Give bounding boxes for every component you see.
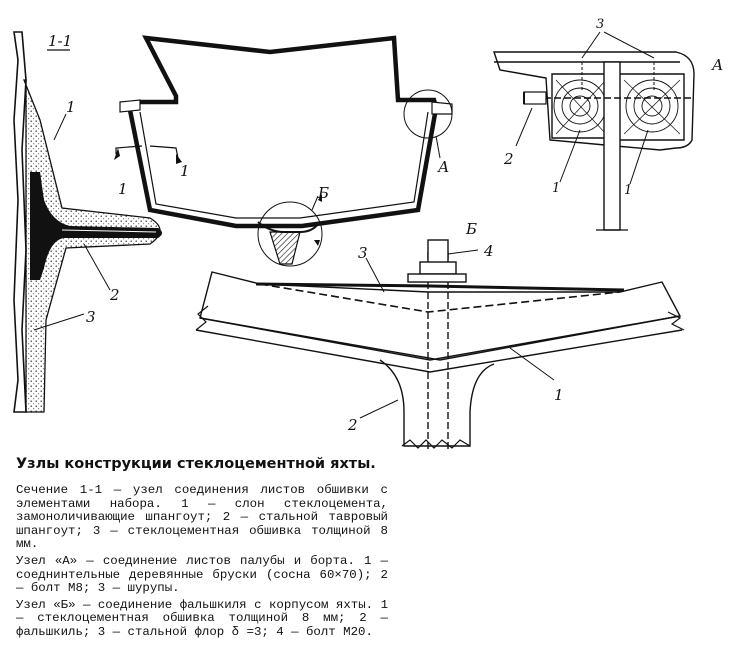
node-a-detail	[493, 31, 695, 231]
label-node-a-callout: А	[437, 158, 449, 176]
label-1-bar-left: 1	[552, 181, 560, 196]
section-1-1	[13, 31, 162, 413]
label-2-bolt: 2	[503, 150, 514, 168]
label-4-bolt: 4	[483, 242, 494, 260]
caption-node-a: Узел «А» — соединение листов палубы и бо…	[16, 553, 388, 596]
caption-node-b: Узел «Б» — соединение фальшкиля с корпус…	[16, 597, 388, 639]
caption-title: Узлы конструкции стеклоцементной яхты.	[16, 456, 376, 472]
label-node-a: А	[711, 56, 723, 74]
label-2-frame: 2	[109, 286, 120, 304]
label-1-layer: 1	[66, 98, 76, 116]
label-node-b: Б	[465, 220, 477, 238]
label-3-shell: 3	[86, 308, 96, 326]
node-b-detail	[195, 239, 685, 452]
label-node-b-callout: Б	[317, 184, 329, 202]
label-section-right: 1	[180, 162, 190, 180]
hull-cross-section	[114, 35, 453, 267]
caption-section-1-1: Сечение 1-1 — узел соединения листов обш…	[16, 483, 388, 552]
label-section-left: 1	[118, 180, 128, 198]
section-label: 1-1	[48, 32, 72, 50]
label-1-bar-right: 1	[624, 183, 632, 198]
label-3-screws: 3	[596, 17, 604, 32]
label-2-false-keel: 2	[347, 416, 358, 434]
label-1-shell-b: 1	[554, 386, 564, 404]
caption: Узлы конструкции стеклоцементной яхты. С…	[16, 456, 388, 643]
label-3-floor: 3	[358, 244, 368, 262]
